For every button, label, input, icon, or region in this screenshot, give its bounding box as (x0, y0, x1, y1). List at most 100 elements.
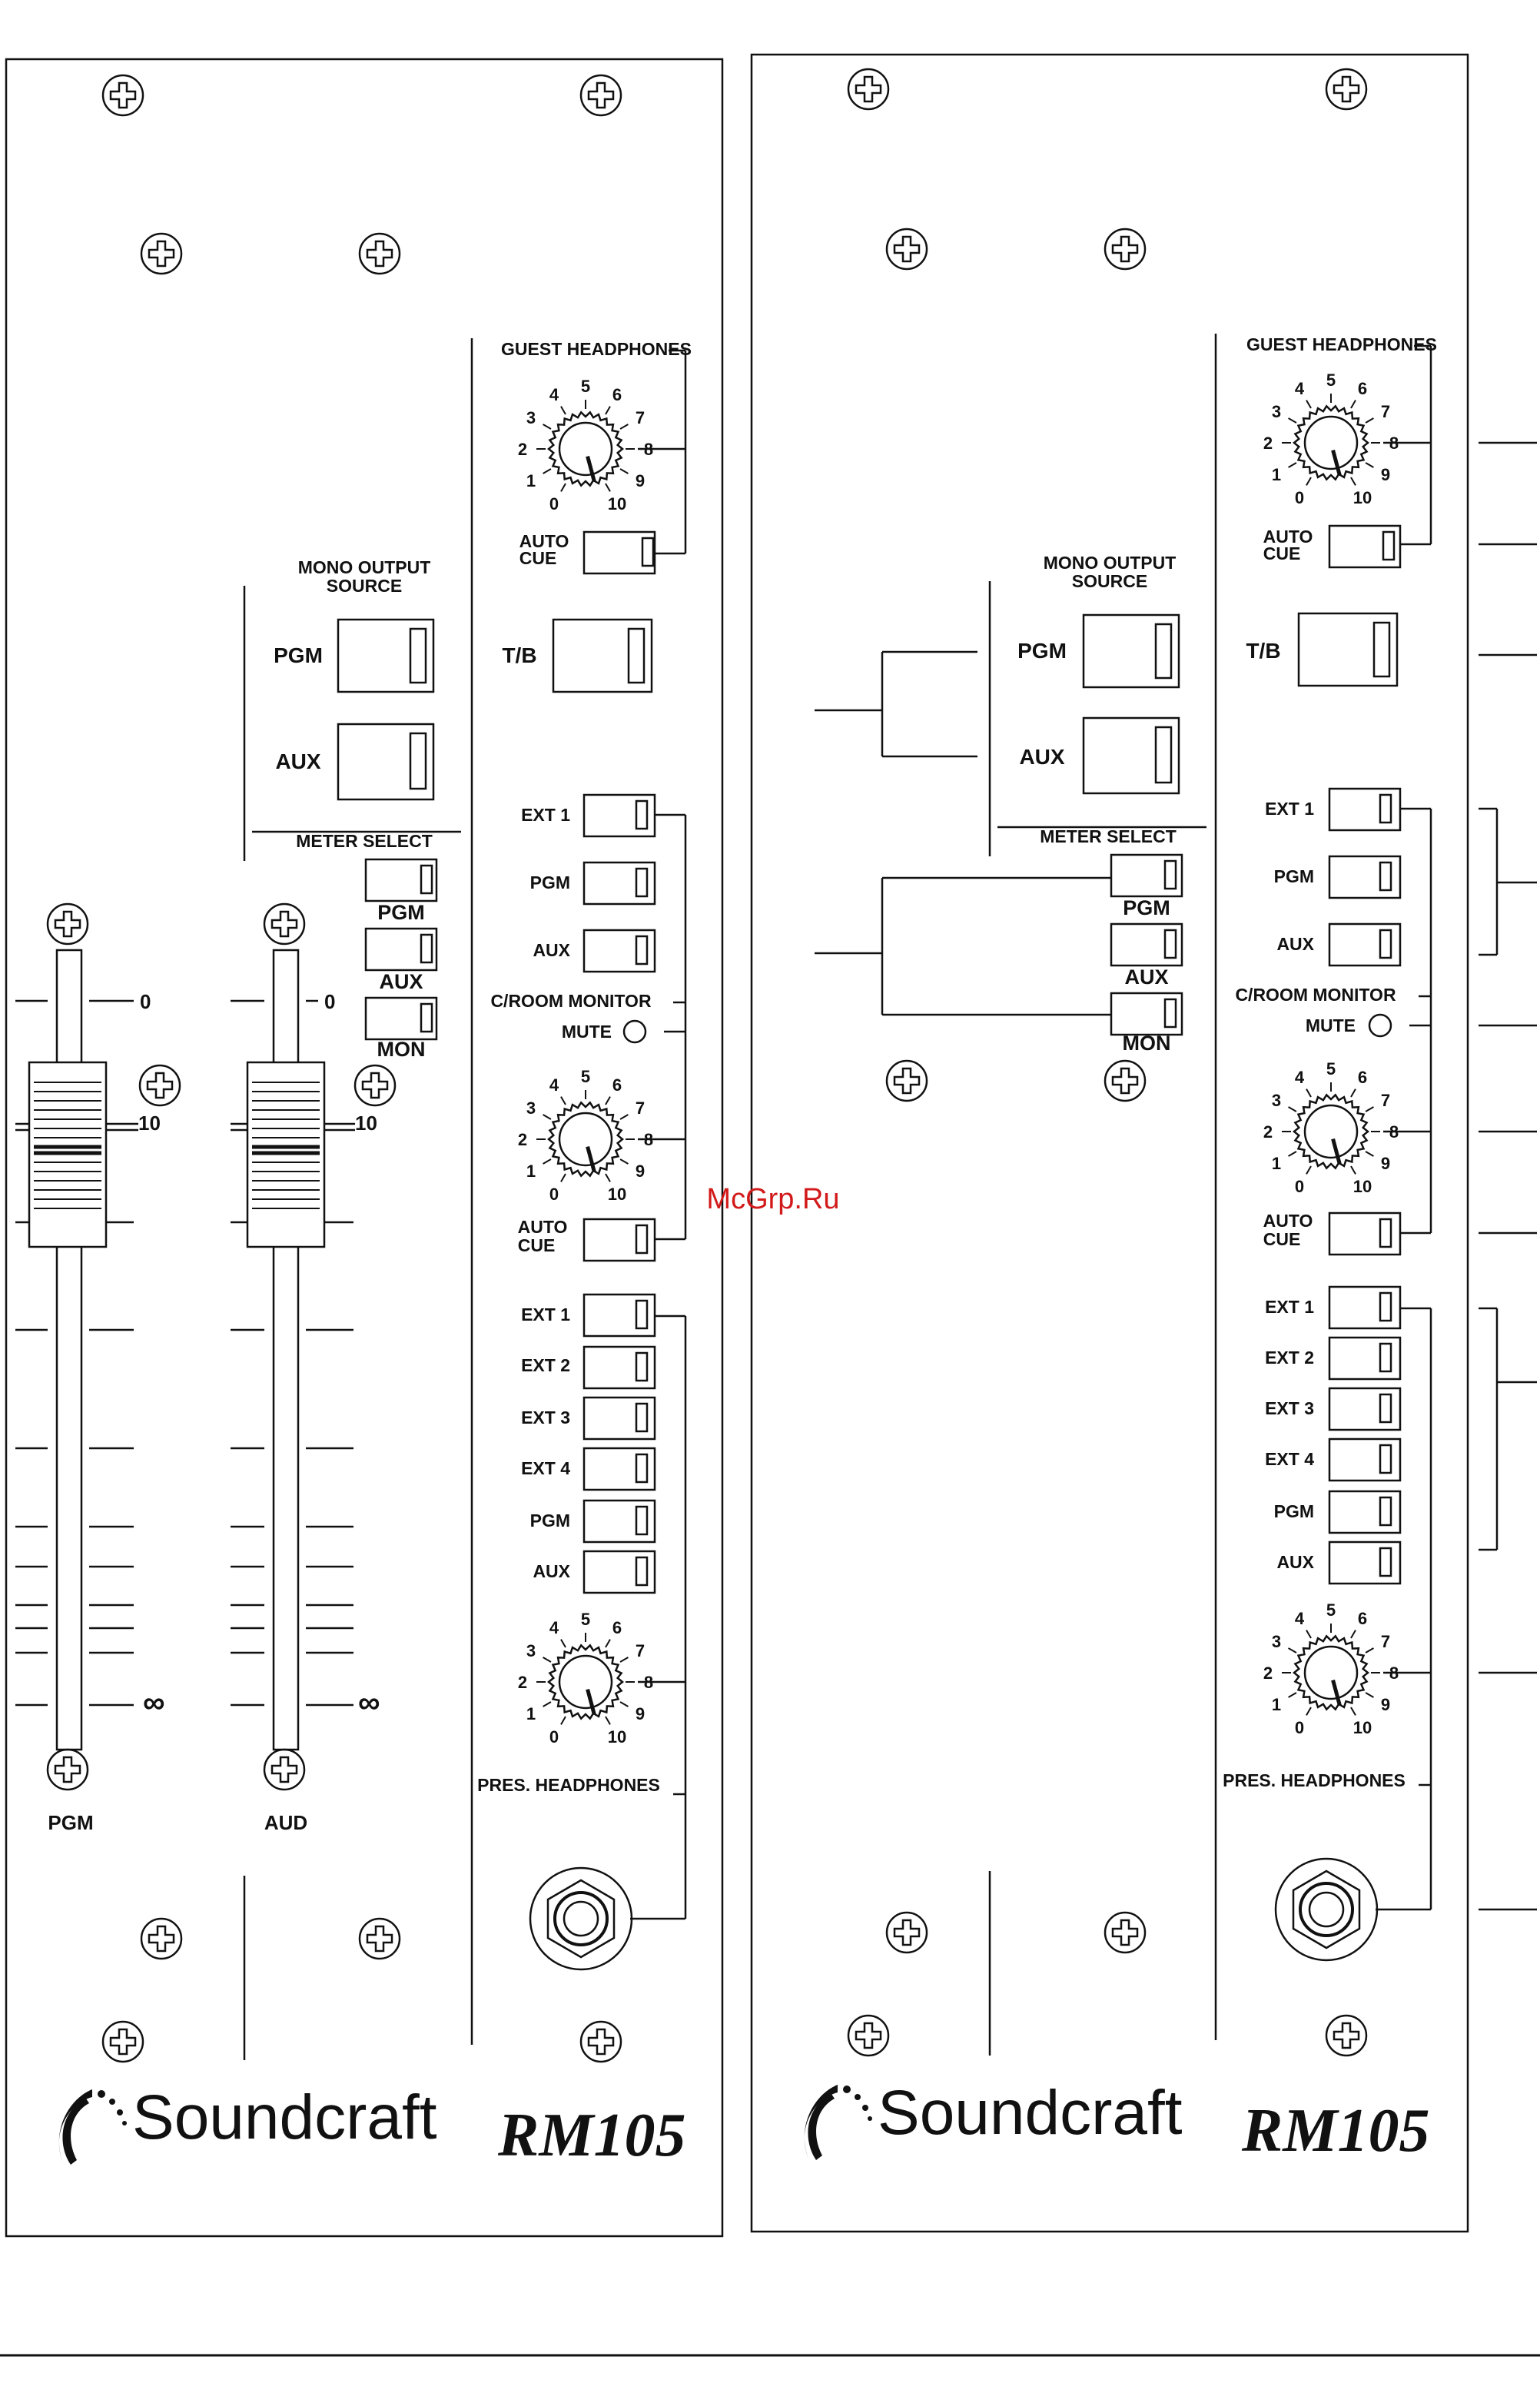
meter-mon-button[interactable] (364, 996, 438, 1041)
panel-left-labels: GUEST HEADPHONES AUTO CUE MONO OUTPUT SO… (48, 339, 692, 2169)
pres-ext2-button-2[interactable] (1328, 1336, 1402, 1381)
knob-scale-label: 4 (549, 1618, 559, 1637)
guest-auto-cue-button-2[interactable] (1328, 524, 1402, 569)
meter-mon-button-2[interactable] (1110, 992, 1183, 1036)
monitor-pgm-label: PGM (530, 872, 570, 892)
guest-auto-cue-button[interactable] (582, 530, 656, 575)
knob-scale-label: 10 (608, 1185, 626, 1204)
mono-aux-button-2[interactable] (1082, 716, 1180, 795)
fader-pgm-0-label: 0 (140, 990, 151, 1013)
screw-icon (358, 1917, 401, 1960)
knob-scale-label: 6 (612, 385, 622, 404)
pres-ext4-button[interactable] (582, 1447, 656, 1491)
knob-scale-label: 2 (1263, 1122, 1273, 1142)
knob-scale-label: 8 (644, 1130, 653, 1149)
headphone-jack[interactable] (529, 1866, 633, 1971)
knob-scale-label: 6 (1358, 379, 1367, 398)
fader-aud[interactable] (231, 949, 355, 1751)
screw-icon (138, 1064, 181, 1107)
monitor-auto-cue-button[interactable] (582, 1218, 656, 1262)
pres-ext1-button-2[interactable] (1328, 1285, 1402, 1330)
fader-pgm-inf-label: ∞ (143, 1686, 165, 1720)
knob-scale-label: 9 (1381, 1695, 1390, 1714)
screw-icon (46, 902, 89, 946)
knob-scale-label: 2 (1263, 434, 1273, 453)
knob-scale-label: 5 (581, 1610, 590, 1629)
pres-pgm-label-2: PGM (1274, 1501, 1314, 1521)
knob-scale-label: 5 (1326, 1059, 1336, 1079)
pres-ext3-button[interactable] (582, 1396, 656, 1441)
fader-pgm[interactable] (15, 949, 138, 1751)
mono-aux-button[interactable] (337, 723, 435, 801)
monitor-pgm-button-2[interactable] (1328, 855, 1402, 899)
pres-headphones-label: PRES. HEADPHONES (477, 1775, 660, 1795)
auto-label-2: AUTO (1263, 527, 1313, 547)
knob-scale-label: 2 (1263, 1663, 1273, 1683)
pres-aux-label-2: AUX (1276, 1552, 1314, 1572)
monitor-ext1-label-2: EXT 1 (1265, 799, 1314, 819)
meter-aux-button-2[interactable] (1110, 922, 1183, 967)
panel-left (5, 58, 724, 2238)
monitor-ext1-button-2[interactable] (1328, 787, 1402, 832)
screw-icon (263, 1748, 306, 1791)
pres-ext1-button[interactable] (582, 1293, 656, 1338)
source-label-2: SOURCE (1072, 571, 1147, 591)
knob-scale-label: 0 (1295, 1177, 1304, 1196)
meter-pgm-button-2[interactable] (1110, 853, 1183, 898)
monitor-ext1-button[interactable] (582, 793, 656, 838)
knob-scale-label: 6 (612, 1618, 622, 1637)
knob-scale-label: 3 (1272, 402, 1281, 421)
pres-pgm-button[interactable] (582, 1499, 656, 1544)
mono-output-label: MONO OUTPUT (298, 557, 431, 577)
pres-ext3-label: EXT 3 (521, 1408, 570, 1427)
screw-icon (1325, 2014, 1368, 2057)
mute-indicator (622, 1019, 647, 1044)
talkback-button-2[interactable] (1297, 612, 1399, 687)
knob-scale-label: 7 (1381, 1632, 1390, 1651)
headphone-jack-2[interactable] (1274, 1857, 1379, 1962)
knob-scale-label: 5 (581, 1067, 590, 1086)
monitor-auto-cue-button-2[interactable] (1328, 1211, 1402, 1256)
pres-ext3-button-2[interactable] (1328, 1387, 1402, 1431)
pres-ext4-label: EXT 4 (521, 1458, 570, 1478)
fader-aud-10-label: 10 (355, 1112, 377, 1135)
pres-ext4-button-2[interactable] (1328, 1437, 1402, 1482)
talkback-label-2: T/B (1246, 639, 1280, 663)
monitor-aux-button[interactable] (582, 929, 656, 973)
monitor-aux-button-2[interactable] (1328, 922, 1402, 967)
knob-scale-label: 8 (644, 1673, 653, 1692)
knob-scale-label: 7 (636, 1098, 645, 1118)
knob-scale-label: 2 (518, 1673, 527, 1692)
panel-right-labels: GUEST HEADPHONES AUTO CUE MONO OUTPUT SO… (878, 334, 1437, 2165)
mute-label: MUTE (562, 1022, 612, 1042)
pres-aux-button[interactable] (582, 1550, 656, 1594)
brand-wordmark-2: Soundcraft (878, 2078, 1183, 2148)
mono-pgm-button[interactable] (337, 618, 435, 693)
meter-mon-label: MON (377, 1038, 426, 1061)
mono-pgm-button-2[interactable] (1082, 613, 1180, 689)
knob-scale-label: 1 (1272, 465, 1281, 484)
screw-icon (847, 68, 890, 111)
meter-pgm-button[interactable] (364, 858, 438, 902)
knob-scale-label: 6 (1358, 1609, 1367, 1628)
monitor-pgm-button[interactable] (582, 861, 656, 906)
screw-icon (353, 1064, 397, 1107)
pres-aux-button-2[interactable] (1328, 1540, 1402, 1585)
pres-pgm-button-2[interactable] (1328, 1490, 1402, 1534)
talkback-button[interactable] (552, 618, 653, 693)
pres-ext2-button[interactable] (582, 1345, 656, 1390)
meter-select-label: METER SELECT (296, 831, 433, 851)
meter-aux-button[interactable] (364, 927, 438, 972)
knob-scale-label: 0 (549, 1727, 559, 1747)
pres-aux-label: AUX (533, 1561, 570, 1581)
knob-scale-label: 2 (518, 1130, 527, 1149)
fader-aud-inf-label: ∞ (358, 1686, 380, 1720)
knob-scale-label: 3 (1272, 1632, 1281, 1651)
